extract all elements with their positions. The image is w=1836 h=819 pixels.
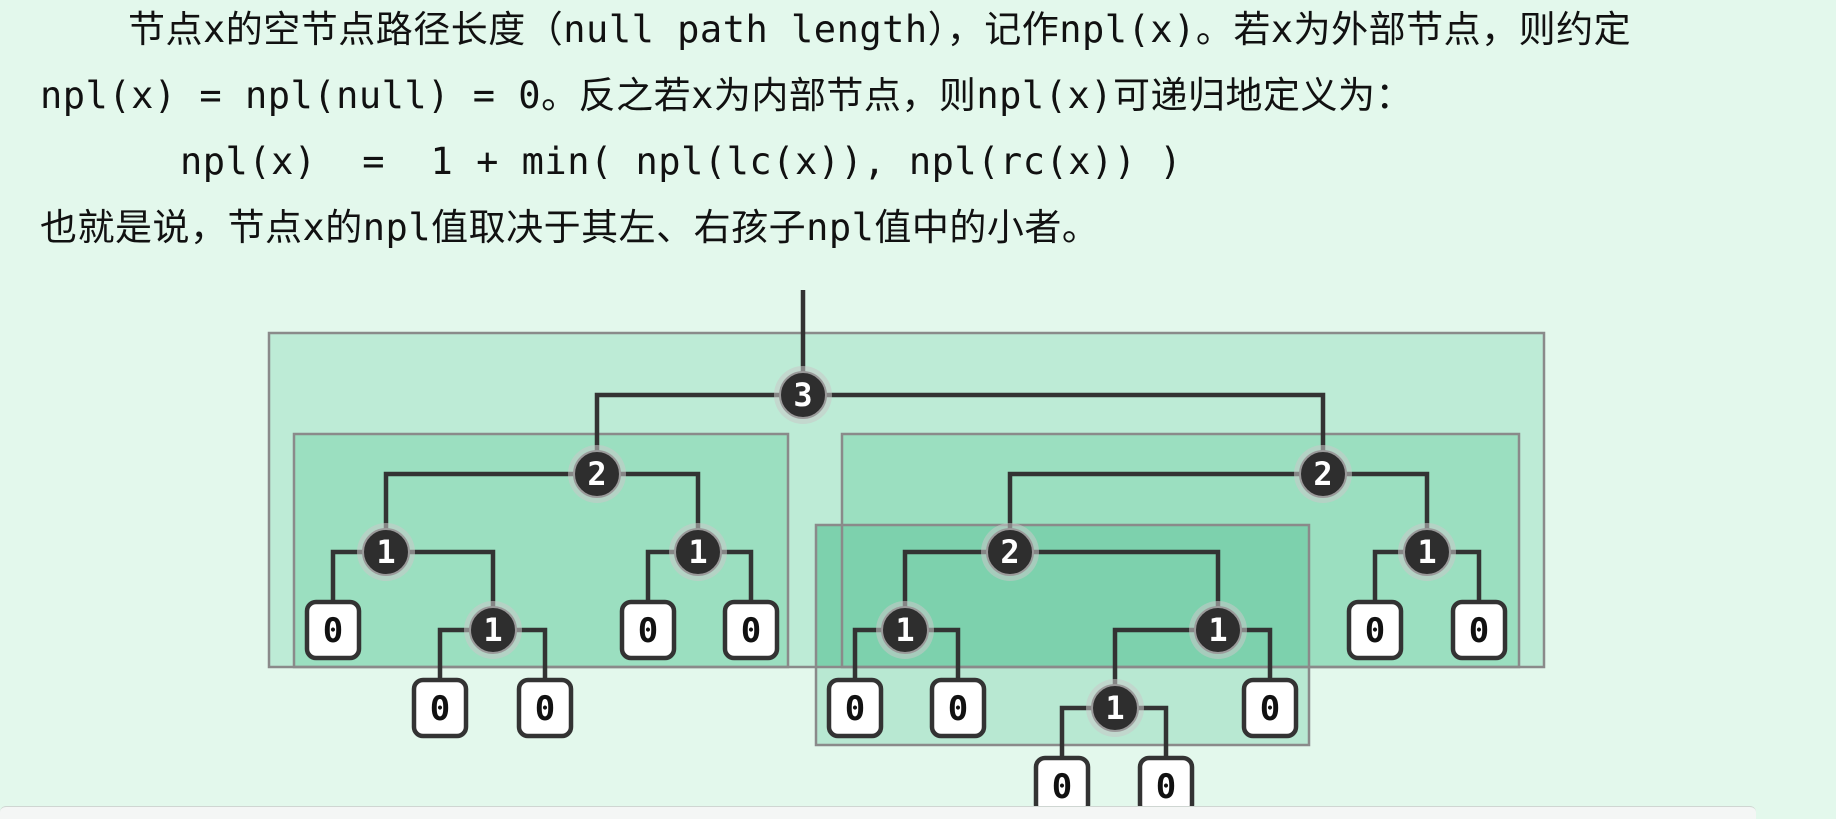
node-npl-label: 0 bbox=[1260, 689, 1280, 729]
node-npl-label: 0 bbox=[948, 689, 968, 729]
external-node: 0 bbox=[1450, 599, 1508, 661]
internal-node: 1 bbox=[669, 523, 727, 581]
node-npl-label: 0 bbox=[1052, 767, 1072, 807]
internal-node: 1 bbox=[357, 523, 415, 581]
external-node: 0 bbox=[1346, 599, 1404, 661]
external-node: 0 bbox=[826, 677, 884, 739]
external-node: 0 bbox=[1241, 677, 1299, 739]
internal-node: 2 bbox=[568, 445, 626, 503]
internal-node: 1 bbox=[464, 601, 522, 659]
external-node: 0 bbox=[722, 599, 780, 661]
node-npl-label: 1 bbox=[483, 611, 502, 649]
external-node: 0 bbox=[929, 677, 987, 739]
internal-node: 2 bbox=[981, 523, 1039, 581]
paragraph-line-4: 也就是说，节点x的npl值取决于其左、右孩子npl值中的小者。 bbox=[40, 206, 1100, 249]
subtree-outline-left bbox=[292, 432, 790, 669]
internal-node: 1 bbox=[876, 601, 934, 659]
external-node: 0 bbox=[516, 677, 574, 739]
external-node: 0 bbox=[619, 599, 677, 661]
node-npl-label: 1 bbox=[376, 533, 395, 571]
npl-formula: npl(x) = 1 + min( npl(lc(x)), npl(rc(x))… bbox=[180, 140, 1183, 183]
subtree-outline-right bbox=[840, 432, 1521, 669]
external-node: 0 bbox=[1033, 755, 1091, 817]
internal-node: 2 bbox=[1294, 445, 1352, 503]
node-npl-label: 2 bbox=[587, 455, 606, 493]
external-node: 0 bbox=[411, 677, 469, 739]
node-npl-label: 2 bbox=[1000, 533, 1019, 571]
node-npl-label: 0 bbox=[323, 611, 343, 651]
external-node: 0 bbox=[304, 599, 362, 661]
node-npl-label: 1 bbox=[895, 611, 914, 649]
node-npl-label: 0 bbox=[1365, 611, 1385, 651]
node-npl-label: 0 bbox=[845, 689, 865, 729]
node-npl-label: 1 bbox=[1208, 611, 1227, 649]
internal-node: 1 bbox=[1086, 679, 1144, 737]
node-npl-label: 1 bbox=[1105, 689, 1124, 727]
internal-node: 1 bbox=[1398, 523, 1456, 581]
node-npl-label: 0 bbox=[430, 689, 450, 729]
node-npl-label: 0 bbox=[1469, 611, 1489, 651]
node-npl-label: 0 bbox=[638, 611, 658, 651]
internal-node: 3 bbox=[774, 366, 832, 424]
bottom-scrollbar-track bbox=[0, 806, 1756, 819]
node-npl-label: 0 bbox=[1156, 767, 1176, 807]
paragraph-line-1: 节点x的空节点路径长度（null path length），记作npl(x)。若… bbox=[128, 8, 1632, 51]
internal-node: 1 bbox=[1189, 601, 1247, 659]
node-npl-label: 0 bbox=[535, 689, 555, 729]
node-npl-label: 3 bbox=[793, 376, 812, 414]
node-npl-label: 2 bbox=[1313, 455, 1332, 493]
node-npl-label: 1 bbox=[688, 533, 707, 571]
node-npl-label: 1 bbox=[1417, 533, 1436, 571]
node-npl-label: 0 bbox=[741, 611, 761, 651]
paragraph-line-2: npl(x) = npl(null) = 0。反之若x为内部节点，则npl(x)… bbox=[40, 74, 1413, 117]
